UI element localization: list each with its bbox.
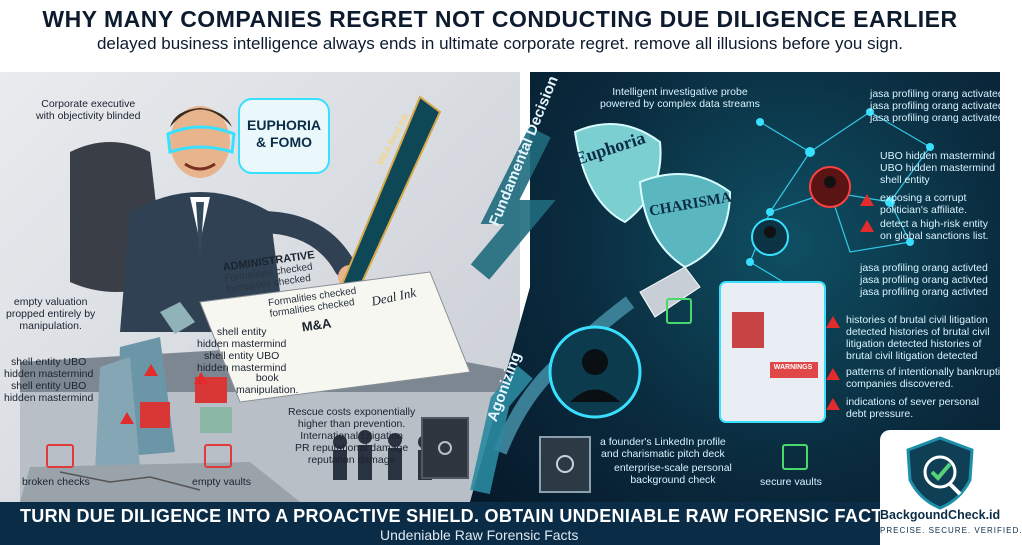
warnings-tag: WARNINGS <box>773 364 813 371</box>
corrupt-politician-label: exposing a corrupt politician's affiliat… <box>880 192 968 216</box>
background-check-label: enterprise-scale personal background che… <box>614 462 732 486</box>
regret-panel: Corporate executive with objectivity bli… <box>0 72 520 502</box>
secure-vaults-label: secure vaults <box>760 476 822 488</box>
sanctions-label: detect a high-risk entity on global sanc… <box>880 218 989 242</box>
background-report <box>719 281 826 423</box>
litigation-label: histories of brutal civil litigation det… <box>846 314 990 362</box>
warning-icon <box>860 220 874 232</box>
shield-check-icon <box>906 436 974 510</box>
ubo-label: UBO hidden mastermind UBO hidden masterm… <box>880 150 995 186</box>
shell-mastermind-label: shell entity hidden mastermind shell ent… <box>197 326 287 374</box>
footer-sub-text: Undeniable Raw Forensic Facts <box>380 527 579 543</box>
empty-safe <box>421 417 469 479</box>
warning-icon <box>144 364 158 376</box>
bankrupt-label: patterns of intentionally bankrupting co… <box>846 366 1000 390</box>
empty-vaults-label: empty vaults <box>192 476 251 488</box>
regret-scene-illustration <box>20 95 520 502</box>
euphoria-badge: EUPHORIA & FOMO <box>238 98 330 174</box>
footer-banner: TURN DUE DILIGENCE INTO A PROACTIVE SHIE… <box>0 502 1000 545</box>
warning-icon <box>826 398 840 410</box>
check-icon <box>666 298 692 324</box>
warning-icon <box>860 194 874 206</box>
shell-ubo-label: shell entity UBO hidden mastermind shell… <box>4 356 94 404</box>
diligence-scene-illustration <box>493 108 934 493</box>
warning-icon <box>826 368 840 380</box>
warning-icon <box>120 412 134 424</box>
rescue-costs-label: Rescue costs exponentially higher than p… <box>288 406 416 466</box>
decision-arrows <box>470 126 556 495</box>
brand-block: BackgoundCheck.id PRECISE. SECURE. VERIF… <box>880 430 1022 545</box>
page-title: WHY MANY COMPANIES REGRET NOT CONDUCTING… <box>42 6 958 32</box>
debt-label: indications of sever personal debt press… <box>846 396 980 420</box>
footer-main-text: TURN DUE DILIGENCE INTO A PROACTIVE SHIE… <box>20 506 901 526</box>
executive-label: Corporate executive with objectivity bli… <box>36 98 141 122</box>
profiling-mid-label: jasa profiling orang activted jasa profi… <box>860 262 988 298</box>
contract-document <box>199 271 471 403</box>
broken-check-icon <box>46 444 74 468</box>
brand-name: BackgoundCheck.id <box>880 508 1001 522</box>
euphoria-badge-text: EUPHORIA & FOMO <box>247 117 321 150</box>
warning-icon <box>826 316 840 328</box>
check-icon <box>782 444 808 470</box>
secure-safe <box>539 436 591 493</box>
book-manipulation-label: book manipulation. <box>236 372 299 396</box>
empty-vault-icon <box>204 444 232 468</box>
linkedin-label: a founder's LinkedIn profile and charism… <box>600 436 726 460</box>
profiling-top-label: jasa profiling orang activated jasa prof… <box>870 88 1000 124</box>
header: WHY MANY COMPANIES REGRET NOT CONDUCTING… <box>0 0 1000 72</box>
broken-checks-label: broken checks <box>22 476 90 488</box>
warning-icon <box>194 372 208 384</box>
probe-label: Intelligent investigative probe powered … <box>600 86 760 110</box>
brand-tagline: PRECISE. SECURE. VERIFIED. <box>880 526 1022 535</box>
charisma-mask <box>638 173 732 269</box>
page-subtitle: delayed business intelligence always end… <box>96 34 904 53</box>
valuation-label: empty valuation propped entirely by mani… <box>6 296 96 332</box>
